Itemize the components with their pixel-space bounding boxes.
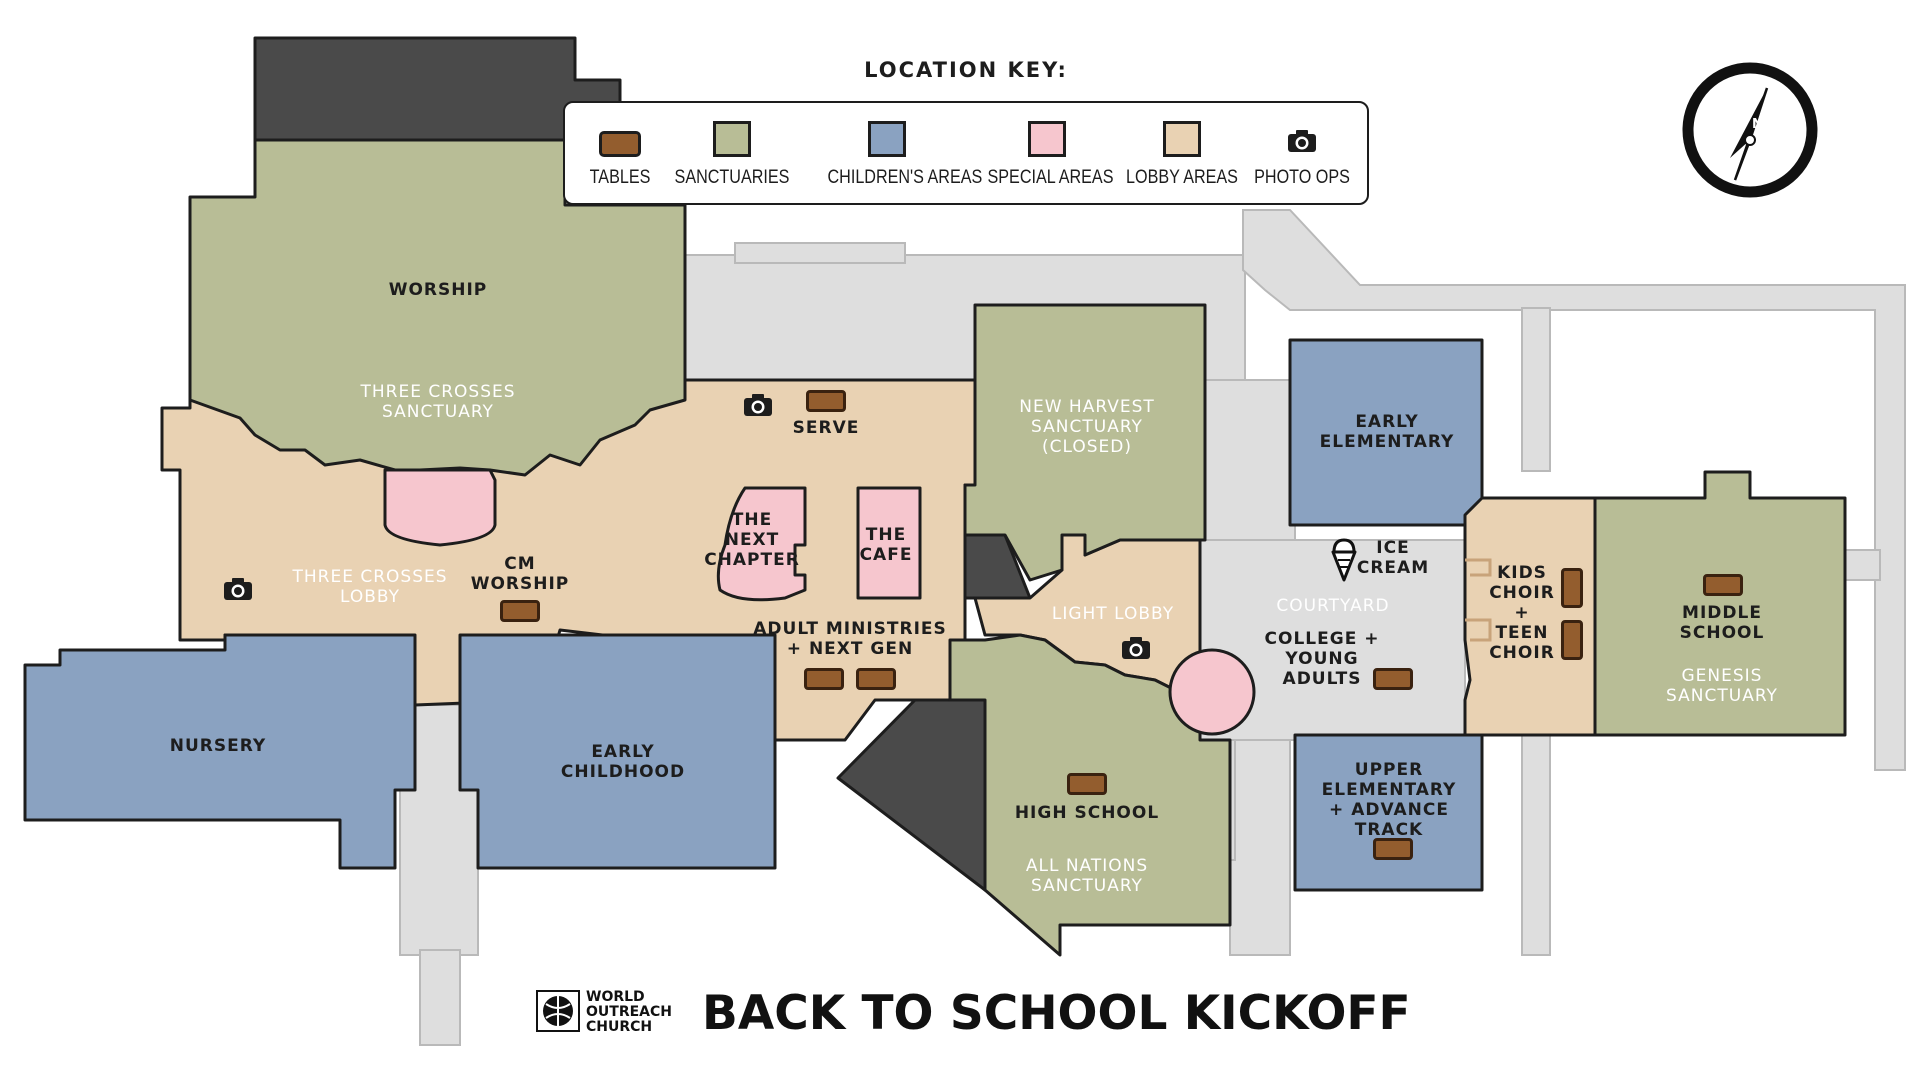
- label-new-harvest: NEW HARVEST SANCTUARY (CLOSED): [1019, 397, 1155, 457]
- label-three-crosses-lobby: THREE CROSSES LOBBY: [292, 567, 448, 607]
- camera-icon: [224, 578, 252, 600]
- early-elementary-room: [1288, 338, 1484, 527]
- legend-label: CHILDREN'S AREAS: [827, 167, 983, 188]
- south-corridor-west-end: [419, 949, 461, 1046]
- special-swatch-icon: [1028, 121, 1066, 157]
- table-adult-ministries-2: [856, 668, 896, 690]
- table-kids-choir-1: [1561, 568, 1583, 608]
- east-corridor: [1242, 209, 1906, 771]
- label-nursery: NURSERY: [169, 736, 267, 756]
- legend-item-photo-ops: PHOTO OPS: [1232, 103, 1372, 203]
- early-childhood-room: [458, 633, 777, 870]
- label-kids-choir: KIDS CHOIR + TEEN CHOIR: [1489, 563, 1555, 663]
- event-title: BACK TO SCHOOL KICKOFF: [702, 986, 1411, 1041]
- label-serve: SERVE: [792, 418, 860, 438]
- label-high-school: HIGH SCHOOL: [1014, 803, 1160, 823]
- legend-item-sanctuaries: SANCTUARIES: [662, 103, 802, 203]
- worship-sanctuary: [188, 138, 687, 477]
- legend-item-special: SPECIAL AREAS: [977, 103, 1117, 203]
- label-the-next-chapter: THE NEXT CHAPTER: [704, 510, 800, 570]
- label-college-young-adults: COLLEGE + YOUNG ADULTS: [1264, 629, 1380, 689]
- table-high-school: [1067, 773, 1107, 795]
- north-corridor-notch: [734, 242, 906, 264]
- south-walk-1: [1229, 739, 1291, 956]
- world-outreach-church-logo: [536, 990, 580, 1032]
- sanctuary-swatch-icon: [713, 121, 751, 157]
- compass-icon: N: [1682, 62, 1818, 198]
- mechanical-south: [836, 698, 987, 892]
- legend-label: SPECIAL AREAS: [987, 167, 1114, 188]
- ice-cream-icon: [1331, 538, 1357, 582]
- table-middle-school: [1703, 574, 1743, 596]
- walkways: [399, 209, 1906, 1046]
- organization-name: WORLD OUTREACH CHURCH: [586, 989, 672, 1035]
- table-upper-elementary: [1373, 838, 1413, 860]
- upper-elementary-room: [1293, 733, 1484, 892]
- label-upper-elementary: UPPER ELEMENTARY + ADVANCE TRACK: [1321, 760, 1457, 840]
- lobby-swatch-icon: [1163, 121, 1201, 157]
- label-genesis-sanctuary: GENESIS SANCTUARY: [1666, 666, 1778, 706]
- label-three-crosses-sanctuary: THREE CROSSES SANCTUARY: [360, 382, 516, 422]
- label-ice-cream: ICE CREAM: [1356, 538, 1430, 578]
- table-cm-worship: [500, 600, 540, 622]
- label-light-lobby: LIGHT LOBBY: [1051, 604, 1175, 624]
- genesis-sanctuary: [1593, 470, 1847, 737]
- label-adult-ministries: ADULT MINISTRIES + NEXT GEN: [753, 619, 947, 659]
- east-spur-3: [1844, 549, 1881, 581]
- legend-item-children: CHILDREN'S AREAS: [817, 103, 983, 203]
- label-worship: WORSHIP: [388, 280, 488, 300]
- table-kids-choir-2: [1561, 620, 1583, 660]
- table-adult-ministries-1: [804, 668, 844, 690]
- east-spur-2: [1521, 709, 1551, 956]
- east-spur-1: [1521, 307, 1551, 472]
- children-swatch-icon: [868, 121, 906, 157]
- legend-label: PHOTO OPS: [1254, 167, 1350, 188]
- worship-stage: [383, 468, 497, 547]
- label-early-elementary: EARLY ELEMENTARY: [1319, 412, 1455, 452]
- legend-label: LOBBY AREAS: [1126, 167, 1238, 188]
- camera-icon: [744, 394, 772, 416]
- the-next-chapter-room: [716, 486, 807, 602]
- kids-choir-doors: [1465, 558, 1492, 642]
- the-cafe-room: [856, 486, 922, 600]
- legend-box: TABLES SANCTUARIES CHILDREN'S AREAS SPEC…: [563, 101, 1369, 205]
- legend-item-lobby: LOBBY AREAS: [1112, 103, 1252, 203]
- legend-label: TABLES: [589, 167, 651, 188]
- nursery-room: [23, 633, 417, 870]
- label-cm-worship: CM WORSHIP: [470, 554, 570, 594]
- label-middle-school: MIDDLE SCHOOL: [1679, 603, 1765, 643]
- table-serve: [806, 390, 846, 412]
- table-swatch-icon: [599, 131, 641, 157]
- label-courtyard: COURTYARD: [1276, 596, 1390, 616]
- central-walk: [1204, 379, 1296, 541]
- compass-letter: N: [1752, 117, 1763, 132]
- rotunda-circle: [1168, 648, 1256, 736]
- camera-icon: [1122, 637, 1150, 659]
- legend-item-tables: TABLES: [550, 103, 690, 203]
- camera-icon: [1288, 130, 1316, 152]
- table-college-young-adults: [1373, 668, 1413, 690]
- legend-title: LOCATION KEY:: [864, 58, 1068, 82]
- new-harvest-sanctuary: [963, 303, 1207, 582]
- label-the-cafe: THE CAFE: [859, 525, 913, 565]
- legend-label: SANCTUARIES: [674, 167, 790, 188]
- label-early-childhood: EARLY CHILDHOOD: [560, 742, 686, 782]
- label-all-nations: ALL NATIONS SANCTUARY: [1025, 856, 1149, 896]
